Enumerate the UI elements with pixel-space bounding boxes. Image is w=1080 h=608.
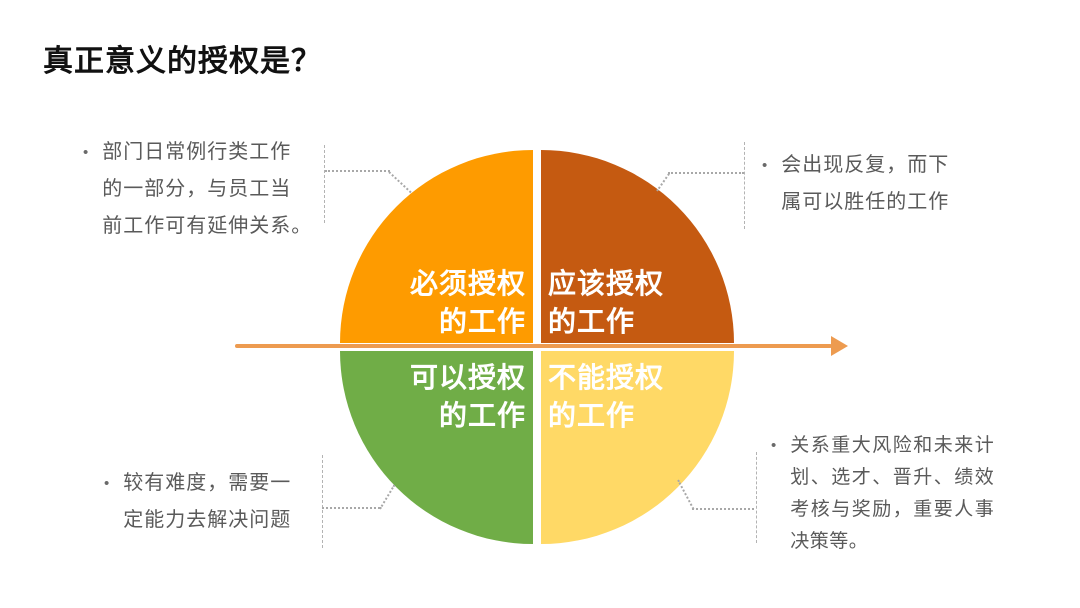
quadrant-label-cannot-delegate: 不能授权 的工作 [548,359,664,435]
quadrant-label-line: 应该授权 [548,268,665,299]
quadrant-can-delegate: 可以授权 的工作 [340,351,533,544]
quadrant-label-line: 可以授权 [409,362,526,393]
annotation-line: 关系重大风险和未来计 [790,435,995,456]
annotation-line: 考核与奖励，重要人事 [790,499,995,520]
connector-bottom-left-vertical [322,455,323,548]
bullet-icon: • [771,437,777,454]
annotation-line: 较有难度，需要一 [123,472,292,494]
connector-top-right-vertical [744,142,745,229]
annotation-line: 定能力去解决问题 [123,509,292,531]
quadrant-label-line: 必须授权 [409,268,526,299]
annotation-cannot-delegate: • 关系重大风险和未来计 划、选才、晋升、绩效 考核与奖励，重要人事 决策等。 [771,430,994,558]
annotation-line: 的一部分，与员工当 [102,178,292,200]
annotation-line: 会出现反复，而下 [781,154,950,176]
quadrant-must-delegate: 必须授权 的工作 [340,150,533,343]
connector-bottom-right-vertical [756,452,757,543]
quadrant-label-line: 的工作 [438,400,526,431]
bullet-icon: • [104,475,110,492]
quadrant-label-line: 的工作 [548,400,636,431]
annotation-line: 前工作可有延伸关系。 [102,215,313,237]
quadrant-label-should-delegate: 应该授权 的工作 [548,265,664,341]
quadrant-label-line: 的工作 [438,306,526,337]
quadrant-label-line: 不能授权 [548,362,665,393]
axis-arrow-head-icon [831,336,848,356]
annotation-line: 属可以胜任的工作 [781,191,950,213]
quadrant-cannot-delegate: 不能授权 的工作 [541,351,734,544]
connector-top-left-vertical [324,145,325,223]
annotation-line: 部门日常例行类工作 [102,141,292,163]
quadrant-label-can-delegate: 可以授权 的工作 [410,359,526,435]
annotation-line: 划、选才、晋升、绩效 [790,467,995,488]
quadrant-label-line: 的工作 [548,306,636,337]
bullet-icon: • [762,157,768,174]
connector-top-right-diagonal [656,173,670,192]
axis-arrow-line [235,344,832,348]
annotation-must-delegate: • 部门日常例行类工作 的一部分，与员工当 前工作可有延伸关系。 [83,134,312,245]
bullet-icon: • [83,144,89,161]
connector-top-left-diagonal [388,171,412,194]
connector-top-left-horizontal [325,170,390,172]
connector-bottom-right-diagonal [677,479,695,510]
connector-bottom-right-horizontal [692,508,754,510]
connector-top-right-horizontal [668,172,744,174]
connector-bottom-left-diagonal [379,484,396,510]
quadrant-should-delegate: 应该授权 的工作 [541,150,734,343]
annotation-line: 决策等。 [790,531,869,552]
connector-bottom-left-horizontal [322,507,380,509]
annotation-should-delegate: • 会出现反复，而下 属可以胜任的工作 [762,147,949,221]
annotation-can-delegate: • 较有难度，需要一 定能力去解决问题 [104,465,291,539]
page-title: 真正意义的授权是？ [43,45,322,78]
quadrant-label-must-delegate: 必须授权 的工作 [410,265,526,341]
